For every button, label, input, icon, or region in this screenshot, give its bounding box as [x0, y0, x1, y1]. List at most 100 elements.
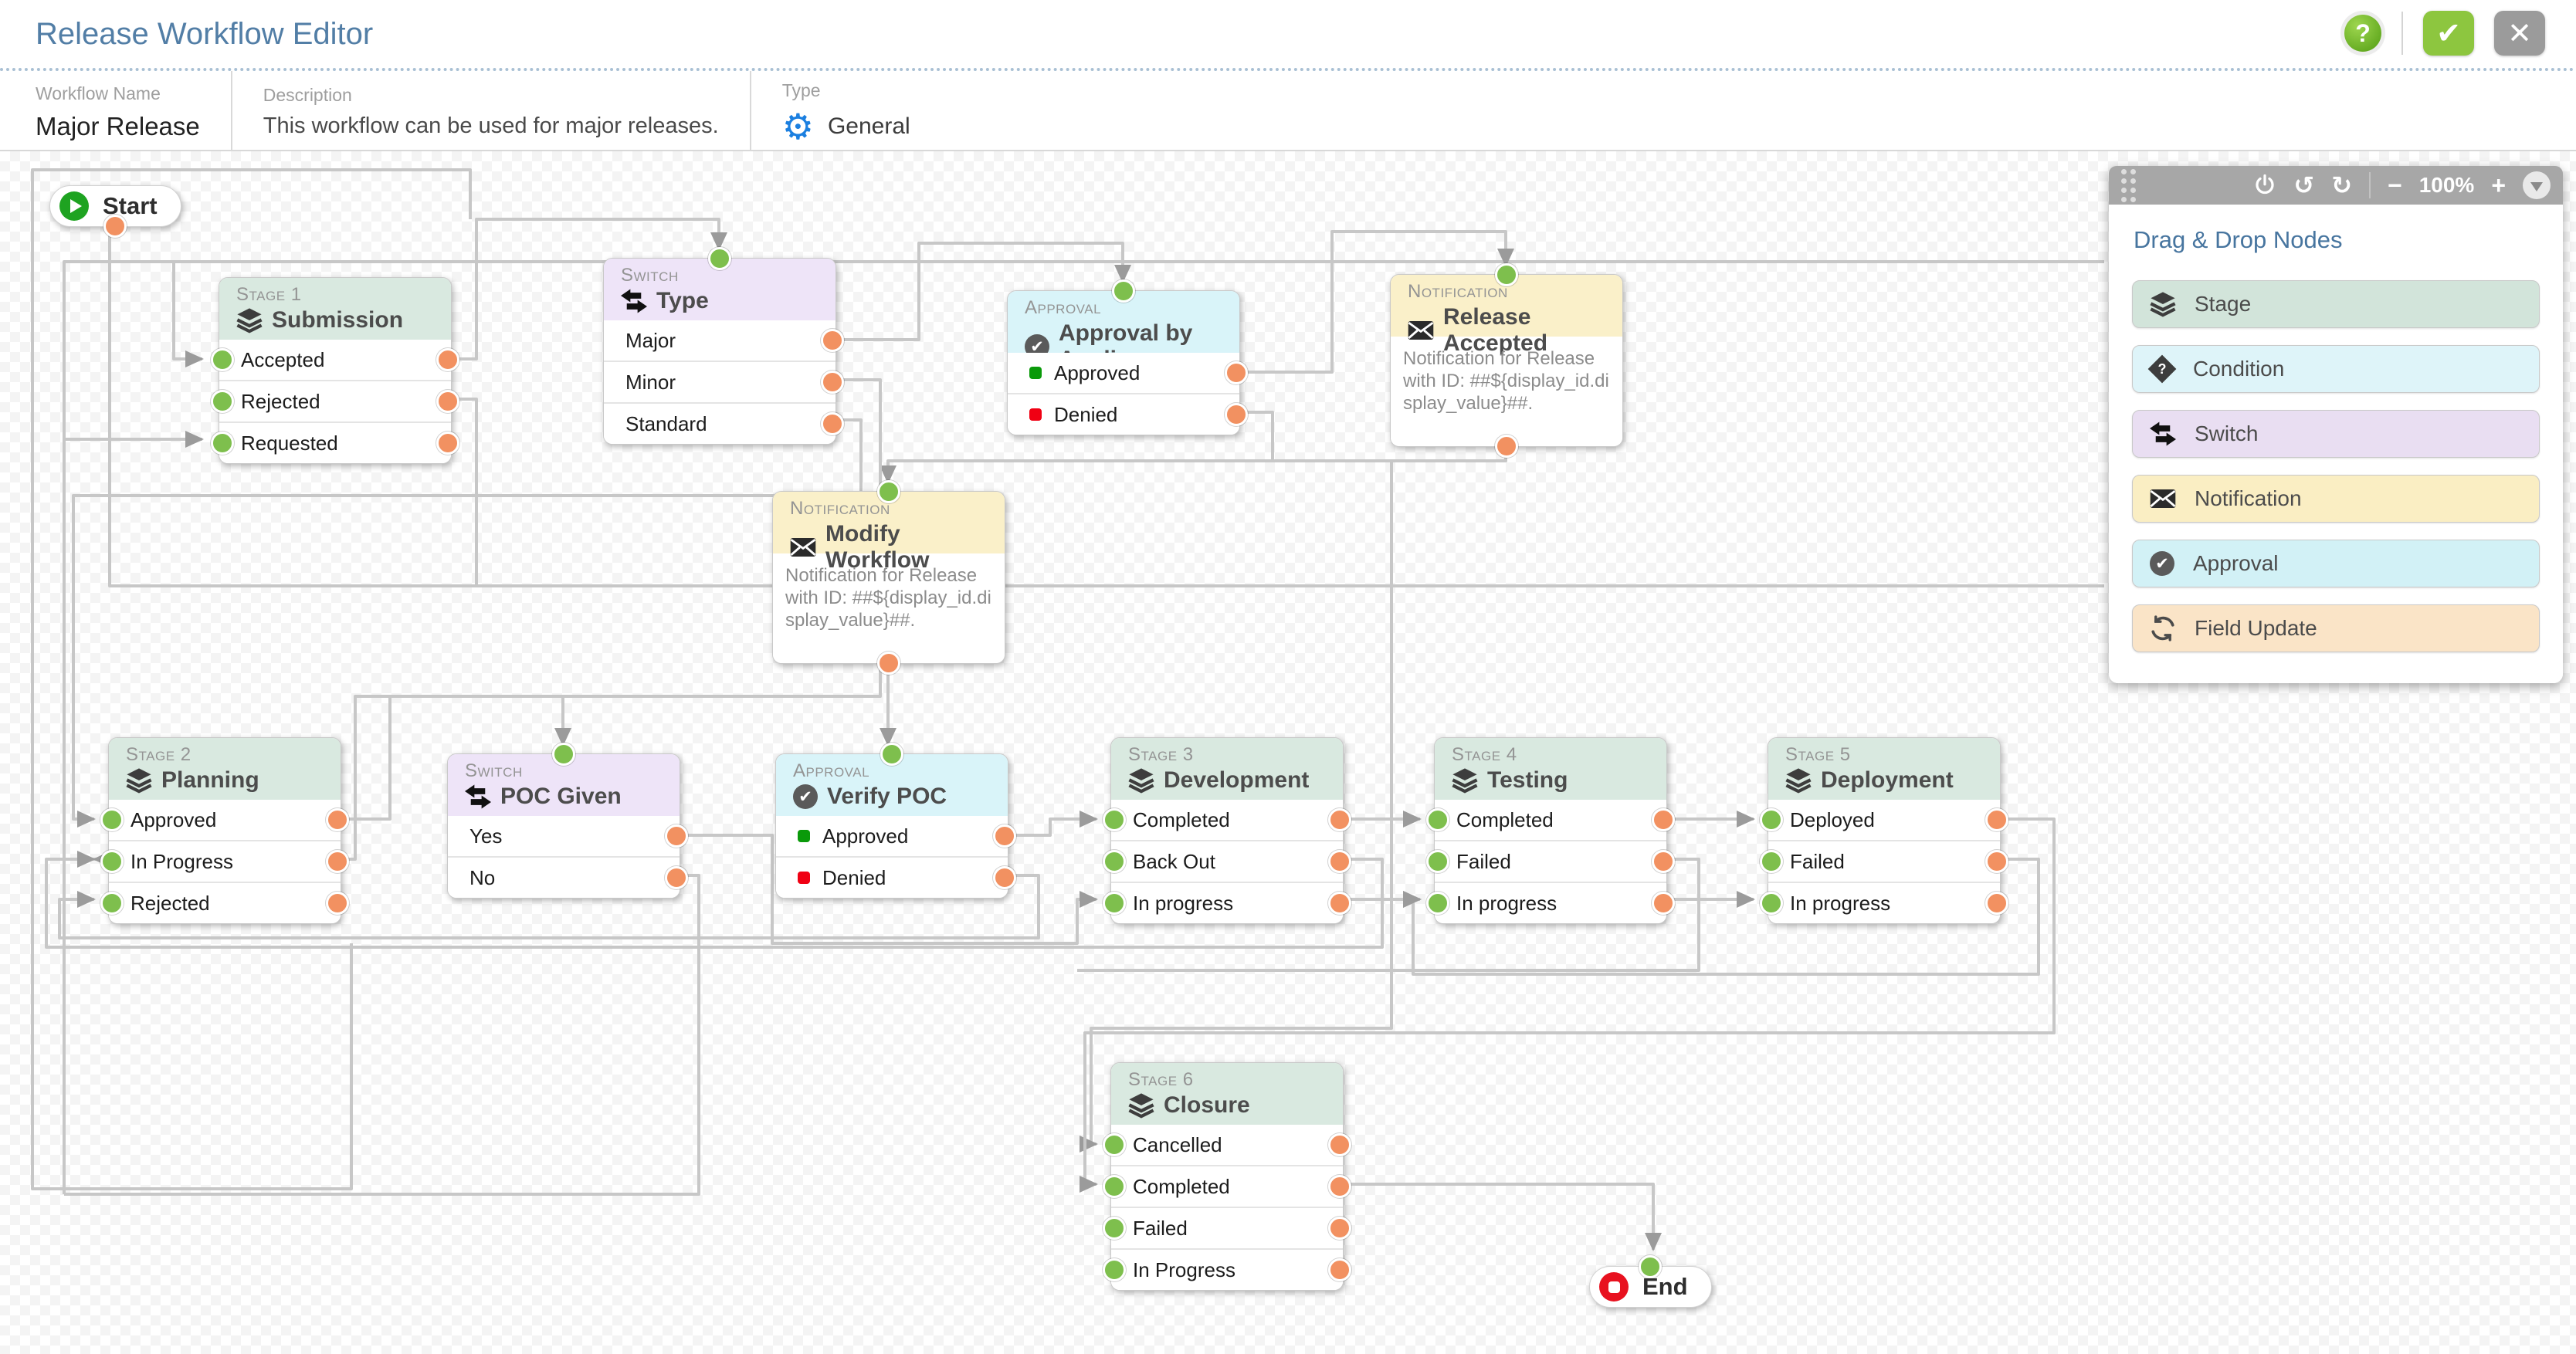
output-port[interactable]	[1985, 850, 2008, 873]
status-row[interactable]: In progress	[1426, 882, 1675, 923]
power-icon[interactable]	[2253, 174, 2276, 197]
status-row[interactable]: Failed	[1426, 840, 1675, 882]
input-port[interactable]	[1426, 892, 1449, 915]
output-port[interactable]	[436, 348, 459, 371]
start-node[interactable]: Start	[49, 185, 181, 238]
case-row[interactable]: No	[448, 856, 688, 898]
output-port[interactable]	[1985, 892, 2008, 915]
input-port[interactable]	[1760, 808, 1783, 831]
drag-handle-icon[interactable]	[2121, 168, 2136, 202]
node-stage1-submission[interactable]: Stage 1 Submission Accepted Rejected Req…	[211, 277, 459, 464]
node-notification-release-accepted[interactable]: Notification Release Accepted Notificati…	[1390, 263, 1623, 458]
node-approval-verify-poc[interactable]: Approval ✔ Verify POC Approved Denied	[775, 743, 1016, 899]
output-port[interactable]	[665, 866, 688, 889]
node-notification-modify-workflow[interactable]: Notification Modify Workflow Notificatio…	[772, 480, 1005, 675]
input-port[interactable]	[1760, 850, 1783, 873]
input-port[interactable]	[1639, 1255, 1663, 1278]
status-row[interactable]: Back Out	[1103, 840, 1351, 882]
input-port[interactable]	[708, 247, 731, 270]
palette-item-stage[interactable]: Stage	[2132, 280, 2540, 328]
collapse-panel-icon[interactable]	[2523, 171, 2551, 199]
status-row[interactable]: Approved	[1008, 353, 1248, 393]
input-port[interactable]	[1112, 279, 1135, 303]
input-port[interactable]	[1103, 1133, 1126, 1156]
redo-icon[interactable]: ↻	[2331, 171, 2352, 199]
input-port[interactable]	[100, 892, 124, 915]
output-port[interactable]	[665, 824, 688, 848]
status-row[interactable]: Rejected	[100, 882, 349, 923]
status-row[interactable]: Completed	[1103, 800, 1351, 840]
input-port[interactable]	[1103, 1258, 1126, 1281]
save-button[interactable]: ✔	[2423, 11, 2474, 56]
palette-item-notification[interactable]: Notification	[2132, 475, 2540, 523]
input-port[interactable]	[1103, 808, 1126, 831]
case-row[interactable]: Yes	[448, 816, 688, 856]
case-row[interactable]: Major	[604, 320, 844, 361]
node-stage2-planning[interactable]: Stage 2 Planning Approved In Progress Re…	[100, 737, 349, 924]
output-port[interactable]	[821, 371, 844, 394]
end-node[interactable]: End	[1589, 1255, 1712, 1308]
output-port[interactable]	[326, 892, 349, 915]
output-port[interactable]	[436, 432, 459, 455]
input-port[interactable]	[100, 808, 124, 831]
status-row[interactable]: Failed	[1760, 840, 2008, 882]
output-port[interactable]	[1328, 850, 1351, 873]
input-port[interactable]	[1103, 1175, 1126, 1198]
node-switch-poc-given[interactable]: Switch POC Given Yes No	[447, 743, 688, 899]
case-row[interactable]: Standard	[604, 402, 844, 444]
status-row[interactable]: In progress	[1760, 882, 2008, 923]
node-stage5-deployment[interactable]: Stage 5 Deployment Deployed Failed In pr…	[1760, 737, 2008, 924]
input-port[interactable]	[211, 390, 234, 413]
input-port[interactable]	[1495, 263, 1518, 286]
close-button[interactable]: ✕	[2494, 11, 2545, 56]
input-port[interactable]	[1103, 892, 1126, 915]
undo-icon[interactable]: ↺	[2293, 171, 2315, 199]
output-port[interactable]	[1652, 892, 1675, 915]
input-port[interactable]	[211, 432, 234, 455]
palette-item-field-update[interactable]: Field Update	[2132, 604, 2540, 652]
status-row[interactable]: Requested	[211, 421, 459, 463]
output-port[interactable]	[1328, 808, 1351, 831]
node-approval-by-applier[interactable]: Approval ✔ Approval by Appli... Approved…	[1007, 279, 1248, 435]
input-port[interactable]	[211, 348, 234, 371]
zoom-out-icon[interactable]: −	[2388, 171, 2402, 199]
case-row[interactable]: Minor	[604, 361, 844, 402]
node-stage6-closure[interactable]: Stage 6 Closure Cancelled Completed Fail…	[1103, 1062, 1351, 1291]
status-row[interactable]: Rejected	[211, 380, 459, 421]
output-port[interactable]	[1225, 361, 1248, 384]
output-port[interactable]	[1652, 850, 1675, 873]
input-port[interactable]	[877, 480, 900, 503]
output-port[interactable]	[993, 824, 1016, 848]
status-row[interactable]: Denied	[776, 856, 1016, 898]
output-port[interactable]	[1328, 1217, 1351, 1240]
output-port[interactable]	[1985, 808, 2008, 831]
status-row[interactable]: Completed	[1103, 1165, 1351, 1207]
palette-item-condition[interactable]: ? Condition	[2132, 345, 2540, 393]
input-port[interactable]	[1426, 850, 1449, 873]
help-icon[interactable]: ?	[2344, 15, 2381, 52]
palette-item-switch[interactable]: Switch	[2132, 410, 2540, 458]
output-port[interactable]	[326, 808, 349, 831]
status-row[interactable]: In progress	[1103, 882, 1351, 923]
output-port[interactable]	[821, 329, 844, 352]
output-port[interactable]	[1328, 1175, 1351, 1198]
input-port[interactable]	[1103, 1217, 1126, 1240]
node-switch-type[interactable]: Switch Type Major Minor Standard	[603, 247, 844, 445]
status-row[interactable]: In Progress	[100, 840, 349, 882]
zoom-in-icon[interactable]: +	[2491, 171, 2506, 199]
output-port[interactable]	[1225, 403, 1248, 426]
node-stage3-development[interactable]: Stage 3 Development Completed Back Out I…	[1103, 737, 1351, 924]
input-port[interactable]	[880, 743, 903, 766]
output-port[interactable]	[1328, 1133, 1351, 1156]
input-port[interactable]	[100, 850, 124, 873]
input-port[interactable]	[1426, 808, 1449, 831]
palette-item-approval[interactable]: ✔ Approval	[2132, 540, 2540, 587]
output-port[interactable]	[1495, 435, 1518, 458]
output-port[interactable]	[821, 412, 844, 435]
output-port[interactable]	[1328, 1258, 1351, 1281]
output-port[interactable]	[993, 866, 1016, 889]
output-port[interactable]	[326, 850, 349, 873]
node-stage4-testing[interactable]: Stage 4 Testing Completed Failed In prog…	[1426, 737, 1675, 924]
output-port[interactable]	[436, 390, 459, 413]
workflow-canvas[interactable]: Start Stage 1 Submission Accepted Reject…	[0, 150, 2576, 1354]
